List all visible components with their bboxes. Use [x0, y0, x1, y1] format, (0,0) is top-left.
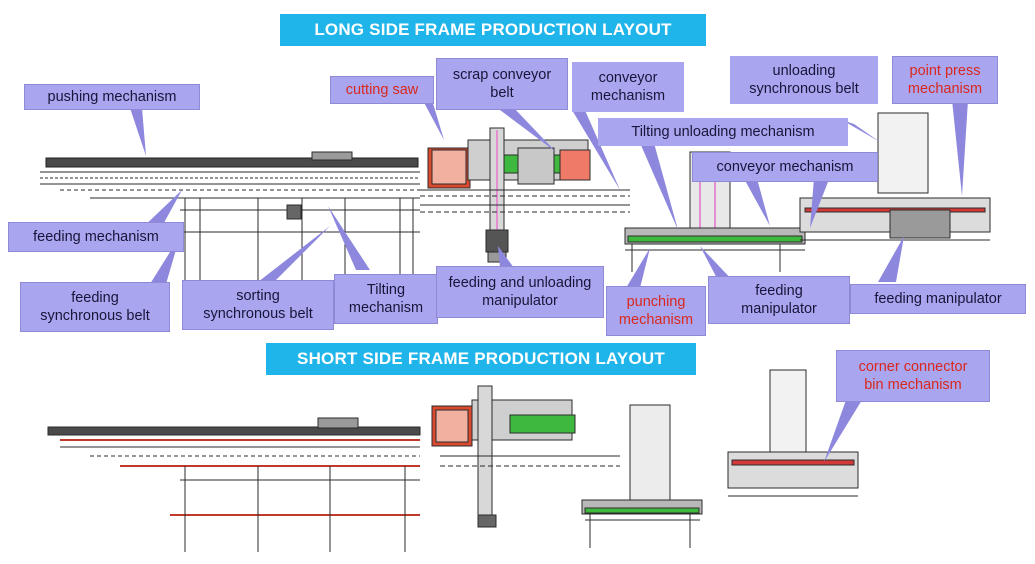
label-corner-connector-bin: corner connector bin mechanism: [836, 350, 990, 402]
label-conveyor-mechanism-right: conveyor mechanism: [692, 152, 878, 182]
label-feeding-mechanism: feeding mechanism: [8, 222, 184, 252]
label-pushing-mechanism: pushing mechanism: [24, 84, 200, 110]
long-line-drawing: [40, 112, 991, 290]
callout-pointers: [130, 95, 968, 462]
short-side-title: SHORT SIDE FRAME PRODUCTION LAYOUT: [266, 343, 696, 375]
label-punching-mechanism: punching mechanism: [606, 286, 706, 336]
label-sorting-synchronous-belt: sorting synchronous belt: [182, 280, 334, 330]
label-scrap-conveyor-belt: scrap conveyor belt: [436, 58, 568, 110]
long-side-title: LONG SIDE FRAME PRODUCTION LAYOUT: [280, 14, 706, 46]
label-point-press-mechanism: point press mechanism: [892, 56, 998, 104]
label-conveyor-mechanism-top: conveyor mechanism: [572, 62, 684, 112]
short-line-drawing: [47, 369, 859, 552]
label-cutting-saw: cutting saw: [330, 76, 434, 104]
label-feeding-manipulator-right: feeding manipulator: [850, 284, 1026, 314]
label-tilting-mechanism: Tilting mechanism: [334, 274, 438, 324]
label-tilting-unloading-mechanism: Tilting unloading mechanism: [598, 118, 848, 146]
label-unloading-synchronous-belt: unloading synchronous belt: [730, 56, 878, 104]
label-feeding-unloading-manipulator: feeding and unloading manipulator: [436, 266, 604, 318]
label-feeding-manipulator-center: feeding manipulator: [708, 276, 850, 324]
label-feeding-synchronous-belt: feeding synchronous belt: [20, 282, 170, 332]
